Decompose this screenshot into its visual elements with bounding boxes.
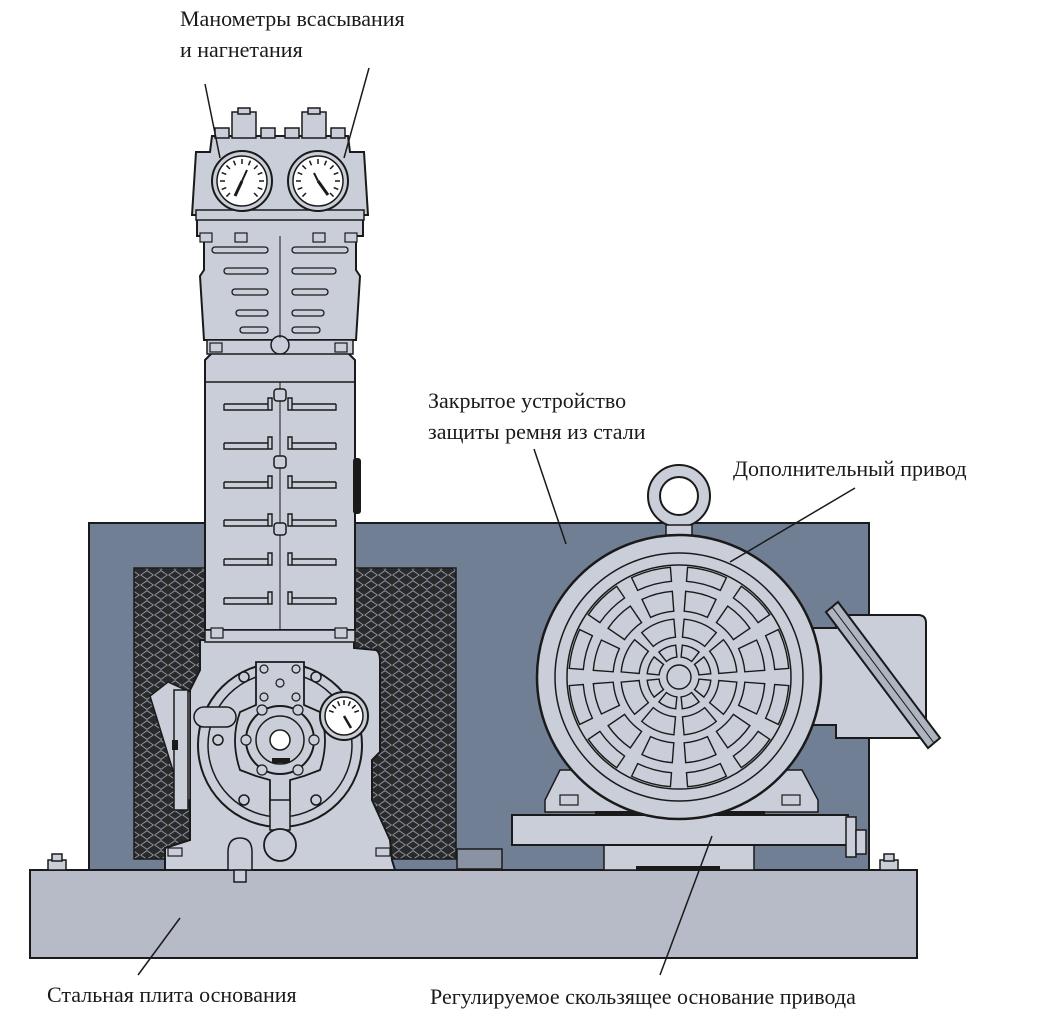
label-gauges-line2: и нагнетания	[180, 37, 303, 62]
label-base-plate: Стальная плита основания	[47, 979, 297, 1010]
oil-pressure-gauge	[319, 691, 369, 741]
motor-fan-grille	[568, 566, 790, 788]
leader-gauges-left	[204, 83, 221, 159]
label-belt-guard-line1: Закрытое устройство	[428, 388, 627, 413]
cylinder	[204, 349, 361, 643]
crankcase-bolts	[212, 671, 322, 806]
leader-slide-base	[659, 835, 713, 976]
label-motor-text: Дополнительный привод	[733, 456, 967, 481]
leader-gauges-right	[343, 67, 370, 159]
suction-gauge	[211, 150, 273, 212]
leader-belt-guard	[533, 448, 567, 545]
motor	[535, 464, 942, 821]
discharge-gauge	[287, 150, 349, 212]
label-base-plate-text: Стальная плита основания	[47, 982, 297, 1007]
label-belt-guard-line2: защиты ремня из стали	[428, 419, 646, 444]
label-gauges-line1: Манометры всасывания	[180, 6, 405, 31]
label-slide-base: Регулируемое скользящее основание привод…	[430, 981, 856, 1012]
base-bolt-right	[879, 853, 899, 871]
leader-lines	[137, 67, 856, 976]
steel-base-plate	[29, 853, 918, 959]
label-motor: Дополнительный привод	[733, 453, 967, 484]
base-bolt-left	[47, 853, 67, 871]
compressor	[149, 107, 397, 883]
label-belt-guard: Закрытое устройство защиты ремня из стал…	[428, 385, 645, 447]
crankcase	[149, 639, 397, 883]
cylinder-head	[196, 217, 364, 355]
label-gauges: Манометры всасывания и нагнетания	[180, 3, 405, 65]
leader-base-plate	[137, 917, 181, 976]
leader-motor	[729, 487, 856, 563]
label-slide-base-text: Регулируемое скользящее основание привод…	[430, 984, 856, 1009]
